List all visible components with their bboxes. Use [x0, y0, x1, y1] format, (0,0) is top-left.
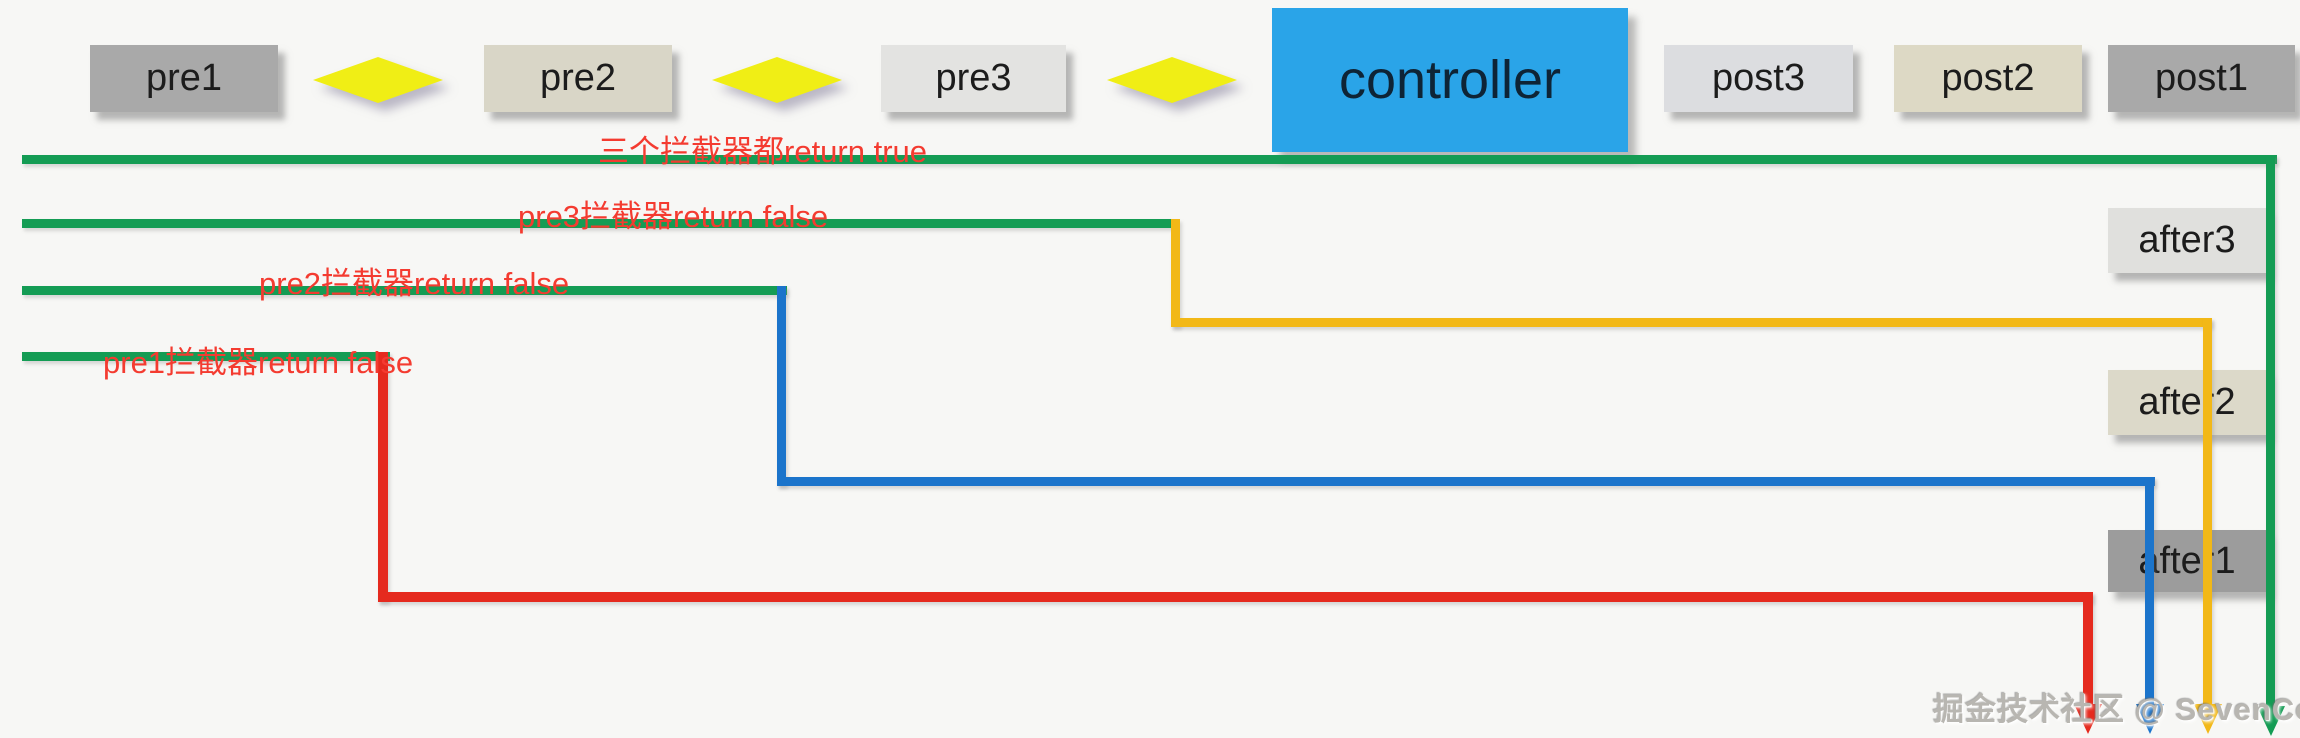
flow-pre3-false-vertical	[2203, 318, 2212, 708]
node-post1: post1	[2108, 45, 2295, 112]
flow-pre2-false-drop	[777, 286, 786, 486]
arrowhead-blue-icon	[2136, 704, 2164, 734]
annotation-pre2-false: pre2拦截器return false	[259, 266, 570, 301]
flow-pre3-false-drop	[1171, 219, 1180, 327]
arrowhead-yellow-icon	[2194, 704, 2222, 734]
diamond-icon	[313, 57, 443, 103]
diamond-icon	[1107, 57, 1237, 103]
decision-diamond-1	[313, 57, 443, 103]
flow-pre3-false-horizontal	[1171, 318, 2212, 327]
node-after1: after1	[2108, 530, 2266, 592]
diamond-icon	[712, 57, 842, 103]
node-post2: post2	[1894, 45, 2082, 112]
flow-pre2-false-green	[22, 286, 787, 295]
annotation-pre3-false: pre3拦截器return false	[518, 199, 829, 234]
node-pre1: pre1	[90, 45, 278, 112]
arrowhead-green-icon	[2257, 706, 2285, 736]
node-after2: after2	[2108, 370, 2266, 435]
decision-diamond-2	[712, 57, 842, 103]
node-pre3: pre3	[881, 45, 1066, 112]
flow-pre1-false-green	[22, 352, 390, 361]
flow-pre1-false-drop	[378, 352, 388, 602]
node-controller: controller	[1272, 8, 1628, 152]
flow-pre1-false-vertical	[2083, 592, 2093, 708]
flow-pre1-false-horizontal	[378, 592, 2093, 602]
decision-diamond-3	[1107, 57, 1237, 103]
node-pre2: pre2	[484, 45, 672, 112]
flow-pre2-false-vertical	[2145, 477, 2154, 708]
node-post3: post3	[1664, 45, 1853, 112]
annotation-all-true: 三个拦截器都return true	[598, 134, 928, 169]
flow-pre3-false-green	[22, 219, 1174, 228]
flow-all-true-horizontal	[22, 155, 2277, 164]
annotation-pre1-false: pre1拦截器return false	[103, 345, 414, 380]
node-after3: after3	[2108, 208, 2266, 273]
watermark: 掘金技术社区 @ SevenCoding	[1933, 692, 2300, 727]
arrowhead-red-icon	[2074, 704, 2102, 734]
flow-pre2-false-horizontal	[777, 477, 2155, 486]
flow-all-true-vertical	[2266, 155, 2275, 708]
